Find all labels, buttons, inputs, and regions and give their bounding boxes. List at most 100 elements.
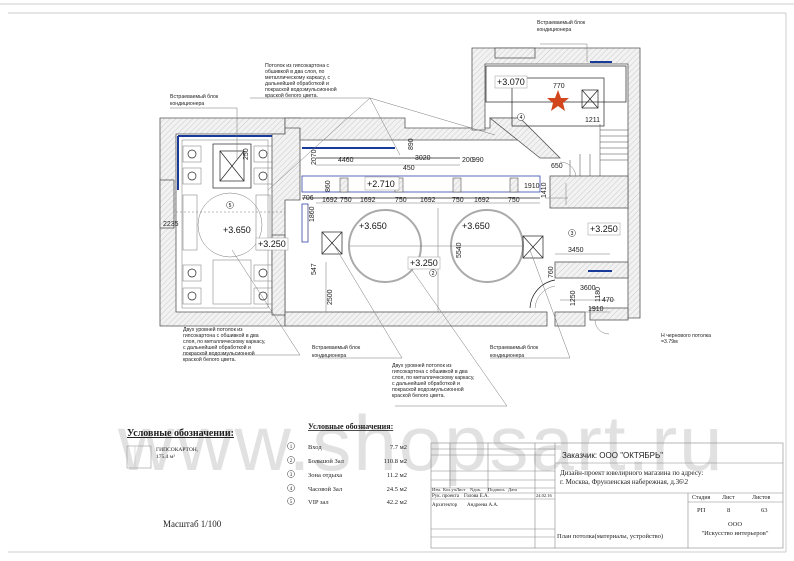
text-label: Встраеваемый блок [537, 19, 586, 26]
dim-label: 2070 [311, 149, 318, 165]
dim-label: 200 [462, 157, 474, 164]
dim-label: 990 [472, 157, 484, 164]
dim-label: 450 [403, 165, 415, 172]
dim-label: 3600 [580, 285, 596, 292]
text-label: Вход [308, 444, 322, 451]
text-label: краской белого цвета. [265, 92, 318, 99]
dim-label: 750 [452, 197, 464, 204]
note-ac-hall: Встраеваемый блок кондиционера [312, 344, 361, 359]
dim-label: 470 [602, 297, 614, 304]
elevation-hall-high-1: +3.650 [359, 221, 387, 231]
text-label: Лист [456, 487, 465, 492]
text-label: кондиционера [537, 27, 571, 33]
dim-label: 750 [508, 197, 520, 204]
note-ceiling-top: Потолок из гипсокартона с обшивкой в два… [265, 63, 337, 99]
dim-label: 706 [302, 195, 314, 202]
sheets-header: Листов [752, 495, 770, 501]
dim-label: 1692 [322, 197, 338, 204]
text-label: Потолок из гипсокартона с [265, 63, 330, 69]
dim-label: 650 [551, 163, 563, 170]
text-label: 5 [290, 500, 293, 505]
sheet-value: 8 [727, 507, 730, 514]
dim-label: 1250 [570, 290, 577, 306]
text-label: гипсокартона с обшивкой в два [392, 368, 468, 375]
legend-materials: Условные обозначении: ГИПСОКАРТОН, 175.4… [126, 428, 234, 469]
text-label: 11.2 м2 [387, 472, 407, 479]
dim-label: 1410 [541, 182, 548, 198]
text-label: Изм. [432, 487, 441, 492]
dim-label: 5540 [456, 242, 463, 258]
dim-label: 3450 [568, 247, 584, 254]
elevation-labels: +3.070 +2.710 +3.650 +3.250 +3.650 +3.65… [223, 75, 621, 270]
text-label: Кол.уч. [443, 487, 457, 492]
note-ac-room4: Встраеваемый блок кондиционера [537, 19, 586, 33]
elevation-vip-low: +3.250 [258, 239, 286, 249]
vip-ceiling-coffers [176, 139, 285, 309]
text-label: слоя, по металлическому каркасу, [183, 339, 265, 345]
walls [159, 47, 641, 327]
elevation-hall-low: +3.250 [410, 258, 438, 268]
note-ac-vip: Встраеваемый блок кондиционера [170, 93, 219, 107]
stage-header: Стадия [692, 495, 711, 501]
date-project-lead: 24.02.16 [536, 493, 553, 498]
legend-materials-title: Условные обозначении: [127, 428, 234, 439]
sheet-title: План потолка(материалы, устройство) [557, 533, 663, 540]
text-label: Подпись [488, 487, 505, 492]
sheets-value: 63 [761, 507, 768, 514]
role-project-lead: Рук. проекта [432, 494, 460, 499]
project-line-1: Дизайн-проект ювелирного магазина по адр… [560, 469, 703, 477]
text-label: =3.79м [661, 339, 678, 345]
text-label: 42.2 м2 [387, 499, 407, 506]
revision-header: Изм. Кол.уч. Лист Nдок. Подпись Дата [432, 487, 517, 492]
legend-room-row: 5 VIP зал 42.2 м2 [287, 497, 407, 506]
hall-ceiling [302, 157, 544, 283]
text-label: гипсокартона с обшивкой в два [183, 332, 259, 339]
dim-label: 1692 [474, 197, 490, 204]
elevation-hall-high-2: +3.650 [462, 221, 490, 231]
dim-label: 1692 [360, 197, 376, 204]
legend-material-area: 175.4 м² [156, 454, 175, 460]
dim-label: 3020 [415, 155, 431, 162]
person-project-lead: Голова Е.А. [464, 494, 489, 499]
elevation-room3: +3.250 [590, 224, 618, 234]
text-label: покраской водоэмульсионной [392, 386, 464, 393]
person-architect-name: Андреева А.А. [467, 503, 498, 508]
legend-material-label: ГИПСОКАРТОН, [156, 447, 199, 453]
drywall-swatch [126, 445, 152, 469]
text-label: 4 [290, 487, 293, 492]
dim-label: 890 [408, 138, 415, 150]
dim-label: 750 [395, 197, 407, 204]
room-marker-2: 2 [432, 271, 435, 277]
text-label: краской белого цвета. [392, 392, 445, 399]
dim-label: 1910 [524, 183, 540, 190]
text-label: с дальнейшей обработкой и [392, 380, 460, 387]
text-label: Большой Зал [308, 458, 345, 465]
text-label: кондиционера [170, 101, 204, 107]
text-label: с дальнейшей обработкой и [183, 344, 251, 351]
client-label: Заказчик: ООО "ОКТЯБРЬ" [562, 451, 663, 460]
dim-label: 4460 [338, 157, 354, 164]
dim-label: 2500 [327, 289, 334, 305]
title-block: Заказчик: ООО "ОКТЯБРЬ" Дизайн-проект юв… [430, 442, 784, 549]
entrance-steps [529, 279, 610, 335]
text-label: VIP зал [308, 499, 329, 506]
text-label: покраской водоэмульсионной [183, 350, 255, 357]
room-marker-5: 5 [229, 203, 232, 209]
text-label: 110.8 м2 [384, 458, 407, 465]
star-light-icon [547, 90, 569, 111]
legend-rooms-title: Условные обозначения: [308, 422, 393, 431]
dim-label: 2235 [163, 221, 179, 228]
dim-label: 1180 [595, 287, 602, 302]
text-label: 1 [290, 445, 293, 450]
dim-label: 1211 [585, 117, 600, 124]
dim-label: 1692 [420, 197, 436, 204]
text-label: Часовой Зал [308, 486, 343, 493]
note-rough-ceiling: Н чернового потолка =3.79м [661, 333, 711, 345]
company-line-1: ООО [728, 521, 742, 528]
